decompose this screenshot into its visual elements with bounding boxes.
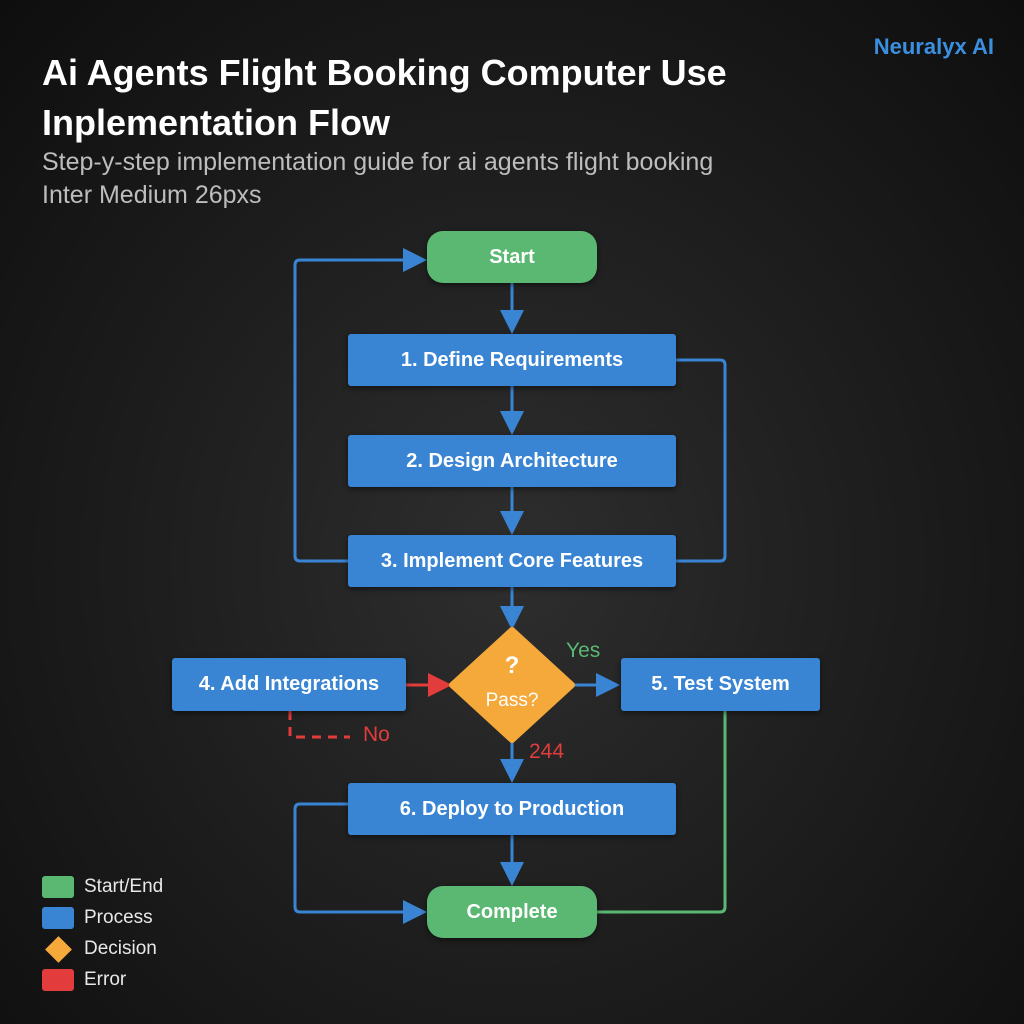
step-implement-core-features[interactable]: 3. Implement Core Features [348,535,676,587]
edge-no-dashed [288,711,350,739]
title-line-2: Inplementation Flow [42,102,390,143]
subtitle-line-2: Inter Medium 26pxs [42,181,262,209]
complete-node[interactable]: Complete [427,886,597,938]
edge-step6-complete-side [293,802,427,924]
step-define-requirements[interactable]: 1. Define Requirements [348,334,676,386]
decision-diamond [449,627,575,743]
legend-label: Error [84,969,127,990]
legend-process: Process [42,907,153,929]
step-test-system[interactable]: 5. Test System [621,658,820,711]
decision-label[interactable]: Pass? [485,690,539,711]
legend-label: Start/End [84,876,164,897]
label-244: 244 [529,740,565,763]
title-line-1: Ai Agents Flight Booking Computer Use [42,52,727,93]
edge-loop-step3-start [293,248,427,563]
legend-label: Decision [84,938,157,959]
step-add-integrations[interactable]: 4. Add Integrations [172,658,406,711]
decision-question-icon: ? [504,652,520,679]
edge-step5-complete [597,711,727,914]
legend-label: Process [84,907,153,928]
step-design-architecture[interactable]: 2. Design Architecture [348,435,676,487]
label-no: No [363,723,390,746]
start-node[interactable]: Start [427,231,597,283]
legend-error: Error [42,969,126,991]
step-deploy-production[interactable]: 6. Deploy to Production [348,783,676,835]
label-yes: Yes [566,639,601,662]
subtitle: Step-y-step implementation guide for ai … [42,146,713,212]
legend-diamond-icon [42,935,74,963]
legend-swatch-green [42,876,74,898]
legend-decision: Decision [42,935,157,963]
brand-logo: Neuralyx AI [873,34,994,59]
legend-start-end: Start/End [42,876,163,898]
subtitle-line-1: Step-y-step implementation guide for ai … [42,148,714,176]
legend-swatch-red [42,969,74,991]
legend-swatch-blue [42,907,74,929]
edge-loop-step1-step3 [676,358,727,563]
